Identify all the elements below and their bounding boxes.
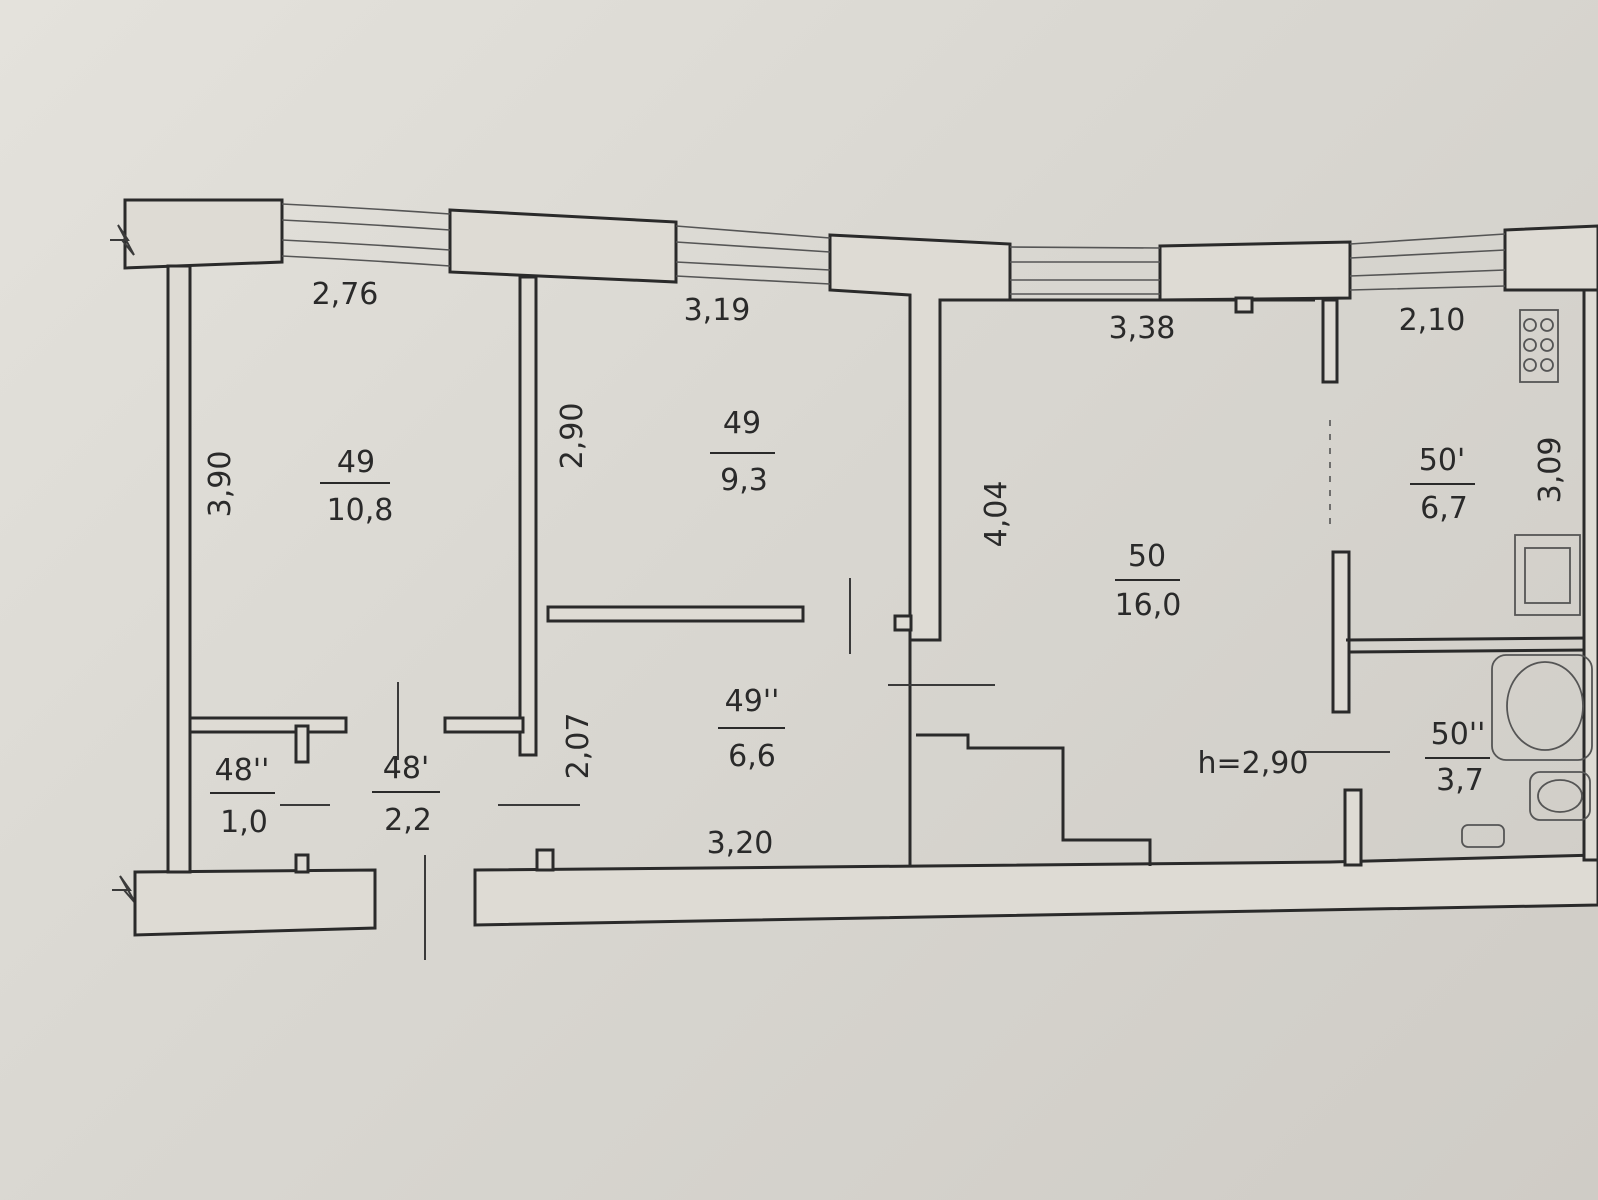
kitchen-sink-icon bbox=[1514, 534, 1581, 616]
door-marks bbox=[280, 420, 1390, 960]
bottom-wall bbox=[133, 853, 1598, 937]
svg-text:49'': 49'' bbox=[725, 684, 780, 719]
svg-text:2,2: 2,2 bbox=[384, 803, 432, 838]
dim-3-90: 3,90 bbox=[203, 451, 238, 518]
interior-walls bbox=[166, 264, 1598, 874]
room-48-a: 48'' 1,0 bbox=[210, 753, 275, 840]
toilet-icon bbox=[1461, 824, 1505, 848]
dim-2-76: 2,76 bbox=[312, 277, 379, 312]
windows bbox=[281, 203, 1506, 295]
room-48-b: 48' 2,2 bbox=[372, 751, 440, 838]
svg-text:10,8: 10,8 bbox=[327, 493, 394, 528]
room-49-b: 49 9,3 bbox=[710, 406, 775, 498]
dim-2-90: 2,90 bbox=[555, 403, 590, 470]
svg-text:6,6: 6,6 bbox=[728, 739, 776, 774]
dim-3-20: 3,20 bbox=[707, 826, 774, 861]
dim-4-04: 4,04 bbox=[979, 481, 1014, 548]
dim-3-09: 3,09 bbox=[1533, 437, 1568, 504]
svg-text:49: 49 bbox=[337, 445, 375, 480]
stove-icon bbox=[1519, 309, 1559, 383]
svg-text:16,0: 16,0 bbox=[1115, 588, 1182, 623]
room-50-b: 50'' 3,7 bbox=[1425, 717, 1490, 798]
room-49-c: 49'' 6,6 bbox=[718, 684, 785, 774]
dim-2-07: 2,07 bbox=[561, 713, 596, 780]
facade-wall-top bbox=[123, 198, 1598, 642]
fixtures bbox=[1461, 309, 1593, 848]
svg-text:3,7: 3,7 bbox=[1436, 763, 1484, 798]
break-symbols bbox=[110, 224, 137, 905]
svg-text:49: 49 bbox=[723, 406, 761, 441]
svg-text:50: 50 bbox=[1128, 539, 1166, 574]
bathtub-icon bbox=[1491, 654, 1593, 761]
svg-text:6,7: 6,7 bbox=[1420, 491, 1468, 526]
room-50-a: 50' 6,7 bbox=[1410, 443, 1475, 526]
washbasin-icon bbox=[1529, 771, 1591, 821]
svg-text:9,3: 9,3 bbox=[720, 463, 768, 498]
dim-3-38: 3,38 bbox=[1109, 311, 1176, 346]
ceiling-height: h=2,90 bbox=[1198, 746, 1309, 781]
svg-text:48': 48' bbox=[383, 751, 429, 786]
dim-2-10: 2,10 bbox=[1399, 303, 1466, 338]
dimension-labels: 2,76 3,19 3,38 2,10 3,20 3,90 2,90 4,04 … bbox=[203, 277, 1568, 861]
svg-text:48'': 48'' bbox=[215, 753, 270, 788]
room-49-a: 49 10,8 bbox=[320, 445, 393, 528]
svg-text:50'': 50'' bbox=[1431, 717, 1486, 752]
dim-3-19: 3,19 bbox=[684, 293, 751, 328]
svg-text:50': 50' bbox=[1419, 443, 1465, 478]
room-50: 50 16,0 bbox=[1115, 539, 1182, 623]
room-labels: 49 10,8 49 9,3 49'' 6,6 48'' 1,0 48' 2,2… bbox=[210, 406, 1490, 840]
svg-text:1,0: 1,0 bbox=[220, 805, 268, 840]
